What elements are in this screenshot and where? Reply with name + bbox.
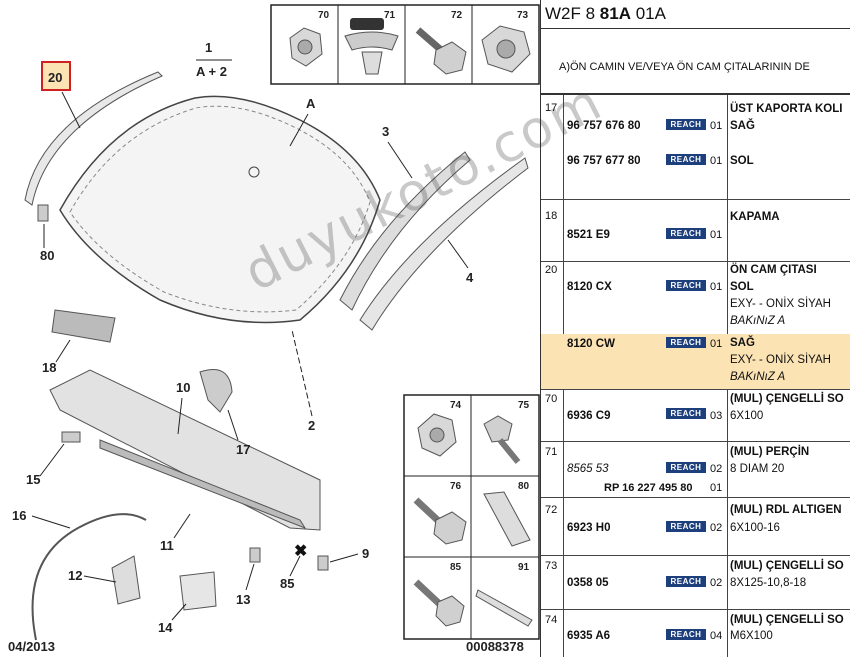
reach-badge: REACH xyxy=(666,576,706,587)
flange-bolt-icon xyxy=(413,497,467,545)
callout-12[interactable]: 12 xyxy=(68,568,82,583)
callout-16[interactable]: 16 xyxy=(12,508,26,523)
hex-nut-icon xyxy=(289,27,323,67)
reach-badge: REACH xyxy=(666,228,706,239)
reach-badge: REACH xyxy=(666,521,706,532)
parts-diagram: 70 71 72 73 20 xyxy=(8,4,540,654)
callout-4[interactable]: 4 xyxy=(466,270,474,285)
callout-14[interactable]: 14 xyxy=(158,620,173,635)
part-row[interactable]: 18 8521 E9 REACH 01 KAPAMA xyxy=(541,206,850,262)
bolt-icon xyxy=(413,579,465,627)
callout-18[interactable]: 18 xyxy=(42,360,56,375)
part-row[interactable]: 71 8565 53 REACH 02 (MUL) PERÇİN 8 DIAM … xyxy=(541,442,850,498)
callout-9[interactable]: 9 xyxy=(362,546,369,561)
part-3-4-mouldings xyxy=(339,151,529,331)
inset-label-73: 73 xyxy=(517,10,529,21)
callout-2[interactable]: 2 xyxy=(308,418,315,433)
inset-label-91: 91 xyxy=(518,562,530,573)
clip-icon xyxy=(344,18,399,75)
inset-label-70: 70 xyxy=(318,10,330,21)
callout-A[interactable]: A xyxy=(306,96,316,111)
callout-1-sub: A + 2 xyxy=(196,64,227,79)
callout-13[interactable]: 13 xyxy=(236,592,250,607)
reach-badge: REACH xyxy=(666,629,706,640)
section-title: A)ÖN CAMIN VE/VEYA ÖN CAM ÇITALARININ DE xyxy=(541,29,850,95)
inset-label-72: 72 xyxy=(451,10,463,21)
flange-nut-icon xyxy=(481,25,531,73)
reach-badge: REACH xyxy=(666,462,706,473)
part-row[interactable]: 72 6923 H0 REACH 02 (MUL) RDL ALTIGEN 6X… xyxy=(541,500,850,556)
catalog-header: W2F 8 81A 01A xyxy=(541,0,850,29)
parts-list: W2F 8 81A 01A A)ÖN CAMIN VE/VEYA ÖN CAM … xyxy=(540,0,850,657)
hex-nut-icon xyxy=(417,413,457,457)
inset-top: 70 71 72 73 xyxy=(270,4,540,85)
inset-bottom: 74 75 76 80 85 91 xyxy=(403,394,540,640)
inset-label-76: 76 xyxy=(450,481,462,492)
flange-bolt-icon xyxy=(415,27,467,75)
inset-label-71: 71 xyxy=(384,10,396,21)
callout-85[interactable]: 85 xyxy=(280,576,294,591)
reach-badge: REACH xyxy=(666,119,706,130)
part-row[interactable]: 20 8120 CX REACH 01 ÖN CAM ÇITASI SOL EX… xyxy=(545,264,831,327)
inset-label-85: 85 xyxy=(450,562,462,573)
callout-3[interactable]: 3 xyxy=(382,124,389,139)
inset-label-74: 74 xyxy=(450,400,462,411)
callout-17[interactable]: 17 xyxy=(236,442,250,457)
windscreen xyxy=(59,95,381,324)
inset-label-75: 75 xyxy=(518,400,530,411)
part-row[interactable]: 17 96 757 676 80 REACH 01 ÜST KAPORTA KO… xyxy=(541,95,850,200)
reach-badge: REACH xyxy=(666,337,706,348)
part-row-selected[interactable]: 8120 CW REACH 01 SAĞ EXY- - ONİX SİYAH B… xyxy=(541,334,850,390)
callout-15[interactable]: 15 xyxy=(26,472,40,487)
callout-1[interactable]: 1 xyxy=(205,40,212,55)
part-row[interactable]: 74 6935 A6 REACH 04 (MUL) ÇENGELLİ SO M6… xyxy=(545,614,844,642)
part-row[interactable]: 70 6936 C9 REACH 03 (MUL) ÇENGELLİ SO 6X… xyxy=(541,390,850,442)
reach-badge: REACH xyxy=(666,154,706,165)
callout-10[interactable]: 10 xyxy=(176,380,190,395)
reach-badge: REACH xyxy=(666,280,706,291)
diagram-date: 04/2013 xyxy=(8,639,55,654)
part-row[interactable]: 73 0358 05 REACH 02 (MUL) ÇENGELLİ SO 8X… xyxy=(541,556,850,610)
cowl-panel xyxy=(49,369,321,531)
diagram-ref-code: 00088378 xyxy=(466,639,524,654)
cross-mark-icon: ✖ xyxy=(294,543,307,560)
screw-icon xyxy=(483,415,521,464)
part-20-moulding: 20 xyxy=(24,61,163,206)
reach-badge: REACH xyxy=(666,408,706,419)
callout-80[interactable]: 80 xyxy=(40,248,54,263)
callout-11[interactable]: 11 xyxy=(160,538,174,553)
inset-label-80: 80 xyxy=(518,481,530,492)
callout-20[interactable]: 20 xyxy=(48,70,62,85)
